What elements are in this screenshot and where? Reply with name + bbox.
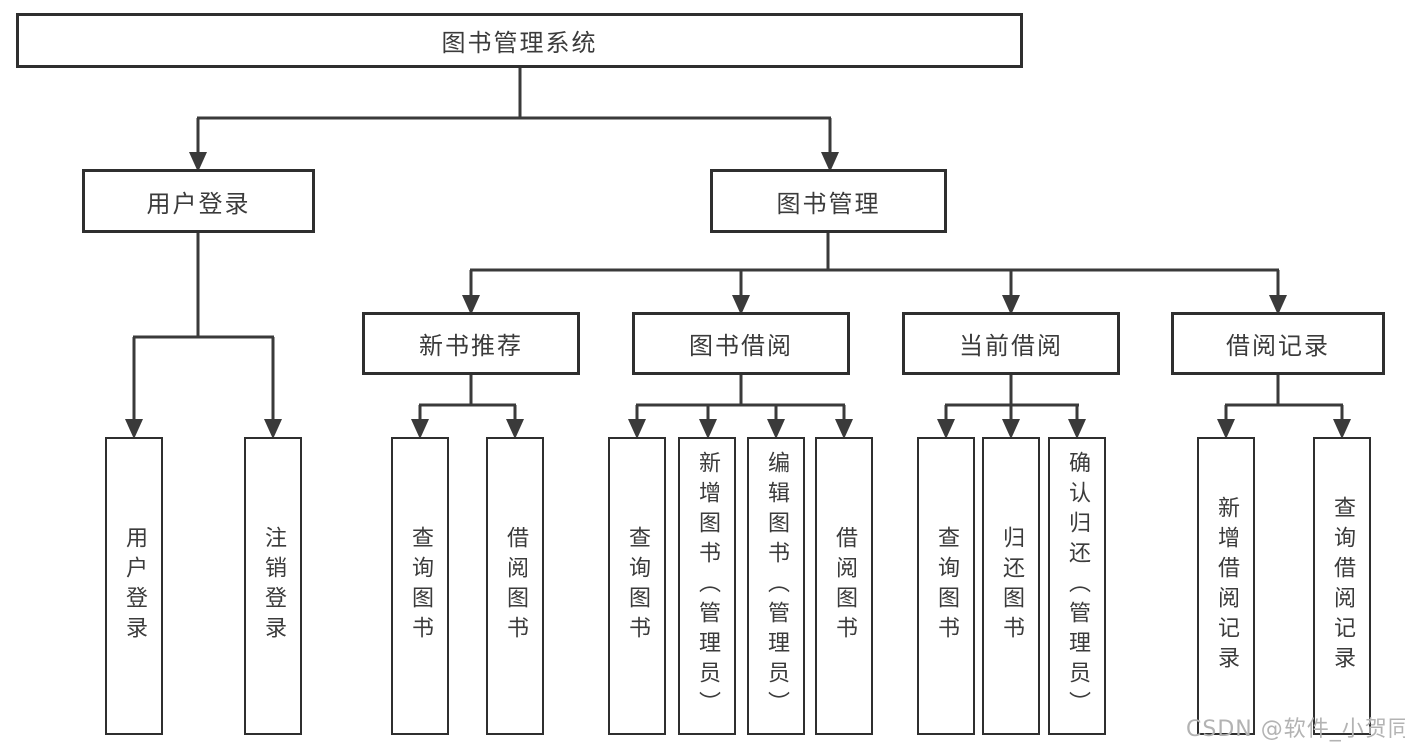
connector-root-to-level2 (189, 66, 839, 172)
leaf-borrow-query-book: 查询图书 (608, 437, 666, 735)
node-book-borrow: 图书借阅 (632, 312, 850, 375)
node-user-login: 用户登录 (82, 169, 315, 233)
connector-newbookrec-to-leaves (411, 375, 524, 439)
connector-userlogin-to-leaves (125, 233, 282, 439)
connector-borrowrecord-to-leaves (1217, 375, 1351, 439)
node-new-book-recommend: 新书推荐 (362, 312, 580, 375)
leaf-record-add: 新增借阅记录 (1197, 437, 1255, 735)
leaf-borrow-borrow-book: 借阅图书 (815, 437, 873, 735)
leaf-current-confirm-return-admin: 确认归还（管理员） (1048, 437, 1106, 735)
node-borrow-record: 借阅记录 (1171, 312, 1385, 375)
leaf-borrow-add-book-admin: 新增图书（管理员） (678, 437, 736, 735)
leaf-current-return-book: 归还图书 (982, 437, 1040, 735)
leaf-borrow-edit-book-admin: 编辑图书（管理员） (747, 437, 805, 735)
leaf-recommend-query-book: 查询图书 (391, 437, 449, 735)
csdn-watermark: CSDN @软件_小贺同学 (1186, 717, 1405, 742)
connector-bookmgmt-to-level3 (462, 233, 1287, 315)
connector-currentborrow-to-leaves (937, 375, 1086, 439)
leaf-recommend-borrow-book: 借阅图书 (486, 437, 544, 735)
node-book-management: 图书管理 (710, 169, 947, 233)
leaf-record-query: 查询借阅记录 (1313, 437, 1371, 735)
leaf-current-query-book: 查询图书 (917, 437, 975, 735)
node-current-borrow: 当前借阅 (902, 312, 1120, 375)
connector-bookborrow-to-leaves (628, 375, 853, 439)
leaf-logout: 注销登录 (244, 437, 302, 735)
leaf-user-login: 用户登录 (105, 437, 163, 735)
node-root: 图书管理系统 (16, 13, 1023, 68)
